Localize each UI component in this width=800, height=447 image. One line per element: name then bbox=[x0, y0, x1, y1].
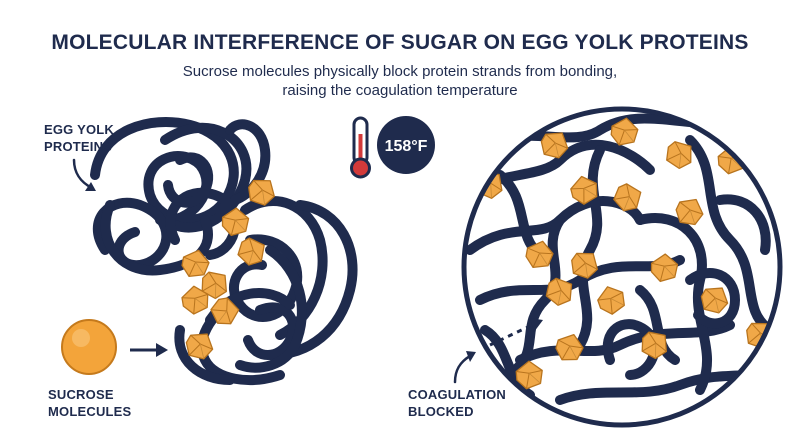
sucrose-molecule-icon bbox=[61, 319, 117, 375]
subtitle-line-2: raising the coagulation temperature bbox=[282, 82, 518, 99]
sucrose-label: SUCROSE MOLECULES bbox=[48, 386, 131, 420]
page-subtitle: Sucrose molecules physically block prote… bbox=[0, 62, 800, 100]
blocked-pointer-arrow bbox=[453, 351, 476, 384]
protein-tangle-left bbox=[90, 117, 358, 385]
sucrose-label-line-2: MOLECULES bbox=[48, 404, 132, 419]
temperature-value: 158°F bbox=[385, 138, 428, 155]
proteins-label-line-1: EGG YOLK bbox=[44, 122, 114, 137]
blocked-label-line-2: BLOCKED bbox=[408, 404, 474, 419]
sucrose-pointer-arrow bbox=[130, 343, 168, 357]
proteins-pointer-arrow bbox=[72, 158, 96, 191]
subtitle-line-1: Sucrose molecules physically block prote… bbox=[182, 63, 618, 80]
thermometer-icon bbox=[350, 116, 371, 179]
blocked-label-line-1: COAGULATION bbox=[408, 387, 507, 402]
proteins-label-line-2: PROTEINS bbox=[44, 139, 113, 154]
page-title: MOLECULAR INTERFERENCE OF SUGAR ON EGG Y… bbox=[51, 31, 749, 54]
coagulation-blocked-label: COAGULATION BLOCKED bbox=[408, 386, 506, 420]
temperature-badge: 158°F bbox=[377, 116, 435, 174]
proteins-label: EGG YOLK PROTEINS bbox=[44, 121, 114, 155]
magnified-view bbox=[461, 106, 783, 428]
sucrose-label-line-1: SUCROSE bbox=[48, 387, 114, 402]
blocked-dashed-arrow bbox=[489, 318, 543, 347]
